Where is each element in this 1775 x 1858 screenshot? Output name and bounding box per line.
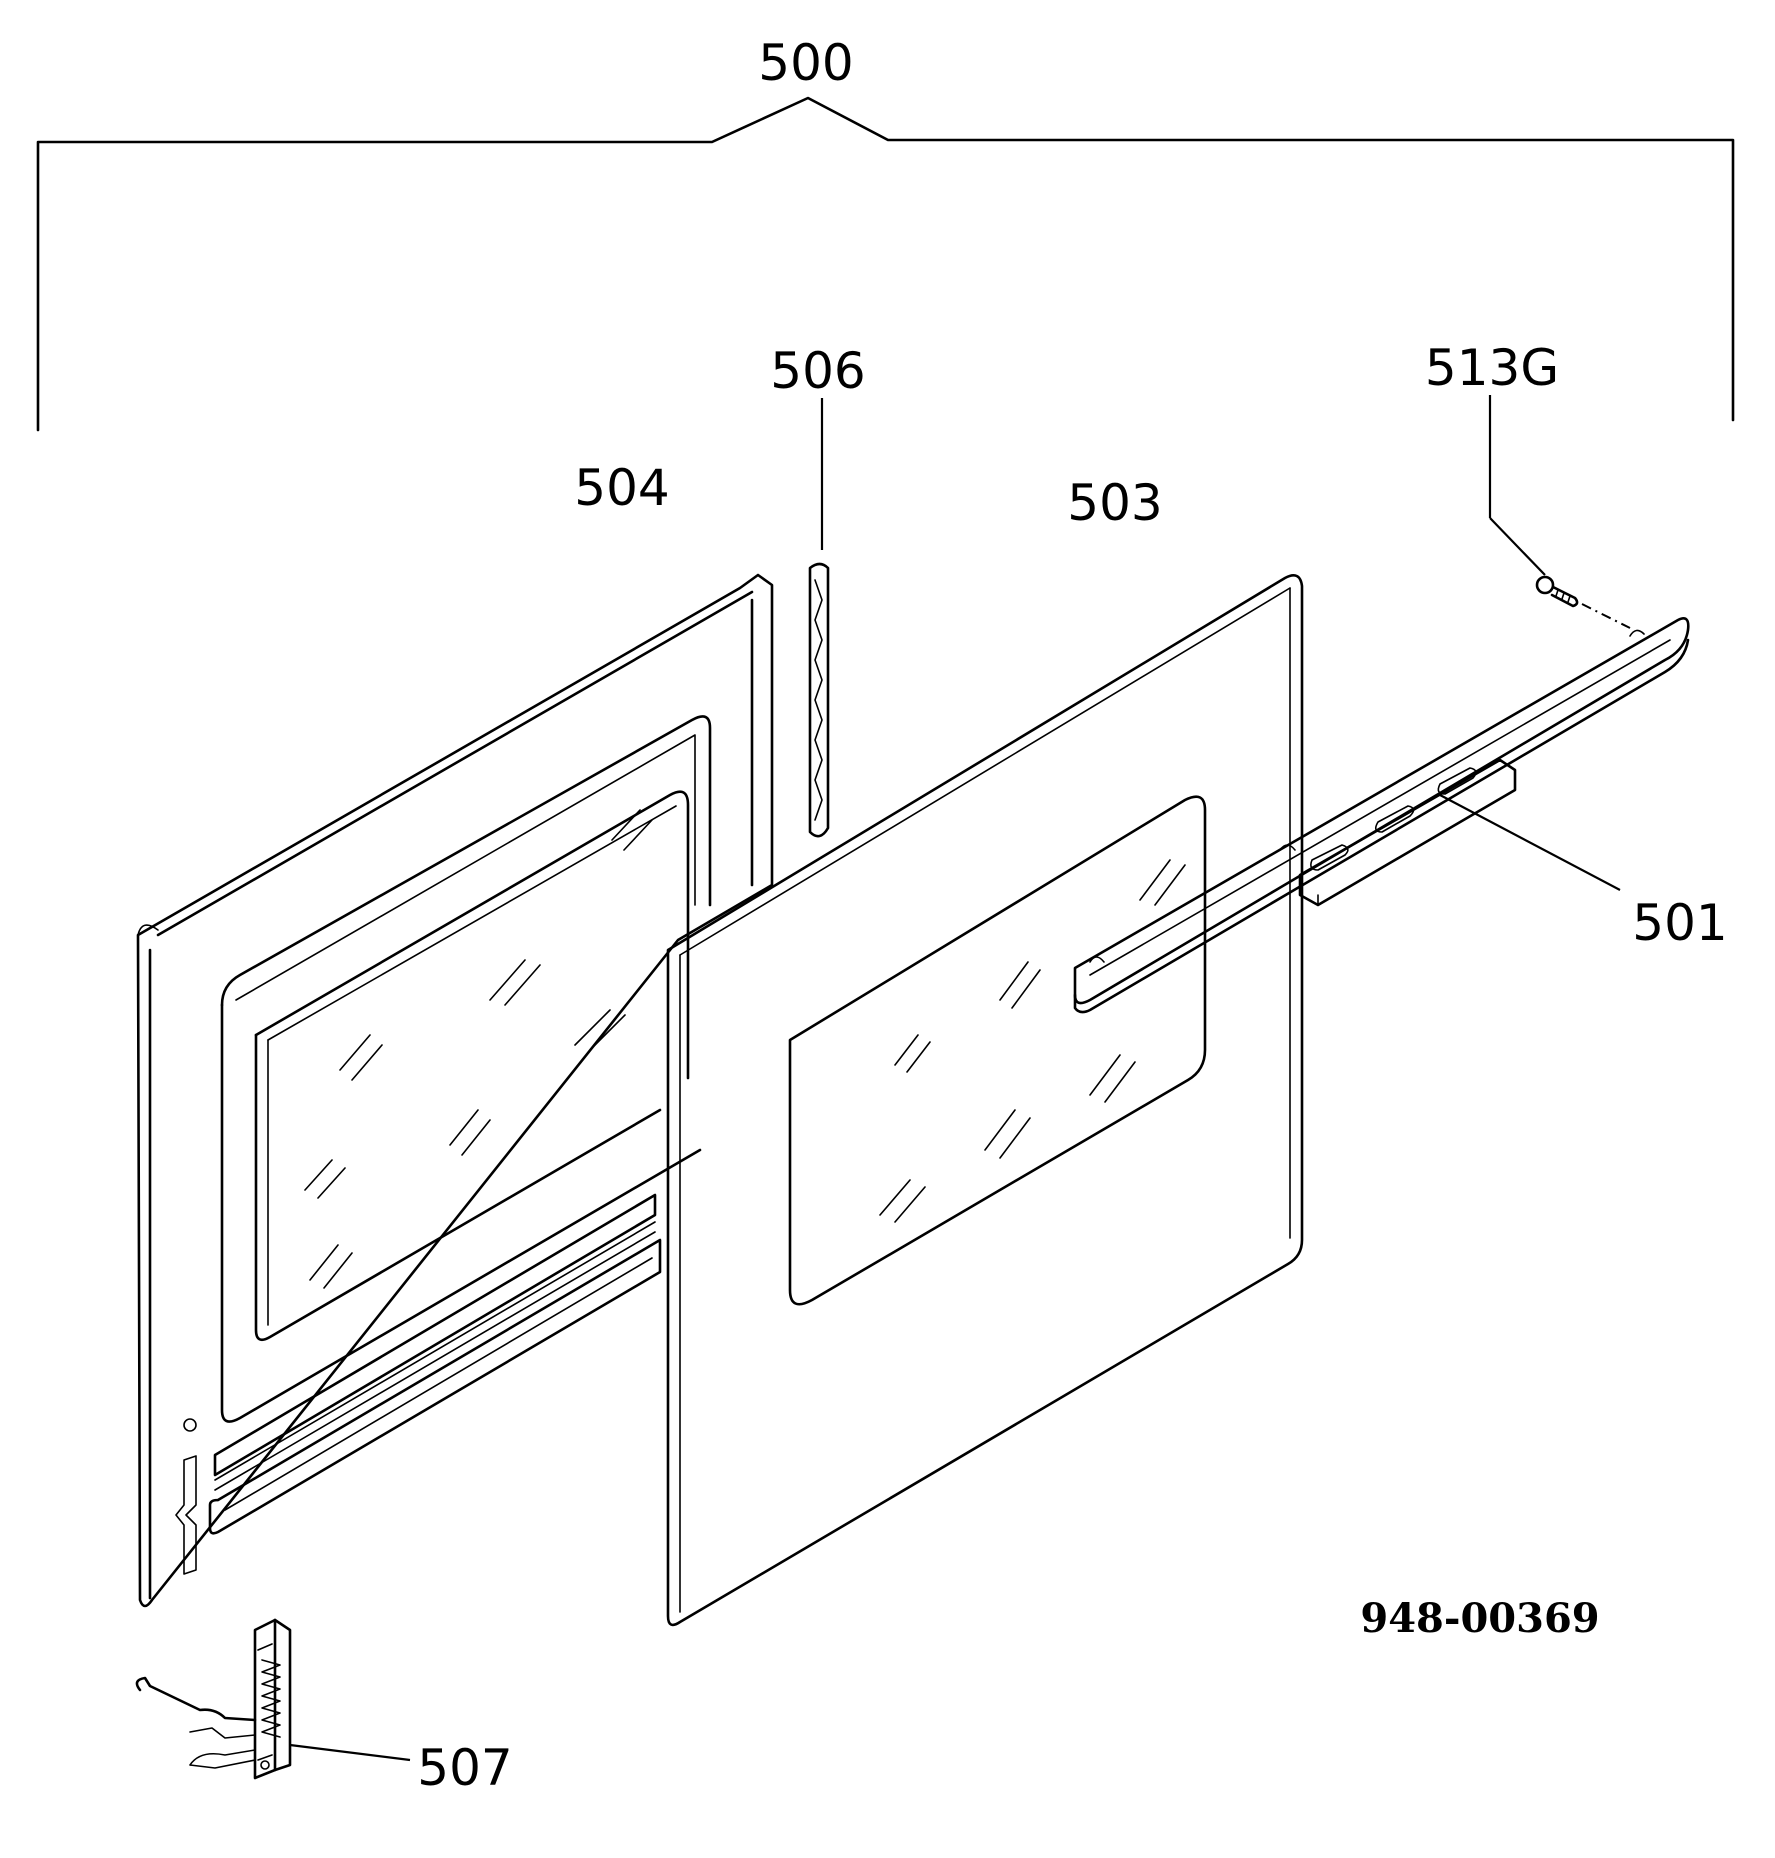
hinge	[135, 1618, 292, 1780]
label-506: 506	[770, 342, 865, 400]
gasket	[808, 562, 830, 838]
drawing-number: 948-00369	[1360, 1595, 1599, 1642]
assembly-bracket	[36, 96, 1735, 432]
label-500: 500	[758, 34, 853, 92]
label-507: 507	[417, 1739, 512, 1797]
screw	[1535, 575, 1631, 629]
inner-door-panel	[136, 573, 774, 1608]
label-513g: 513G	[1425, 339, 1559, 397]
outer-door-panel	[666, 574, 1304, 1627]
label-503: 503	[1067, 474, 1162, 532]
handle-bar	[1073, 617, 1690, 1014]
label-501: 501	[1632, 894, 1727, 952]
label-504: 504	[574, 459, 669, 517]
leader-lines	[289, 395, 1621, 1762]
